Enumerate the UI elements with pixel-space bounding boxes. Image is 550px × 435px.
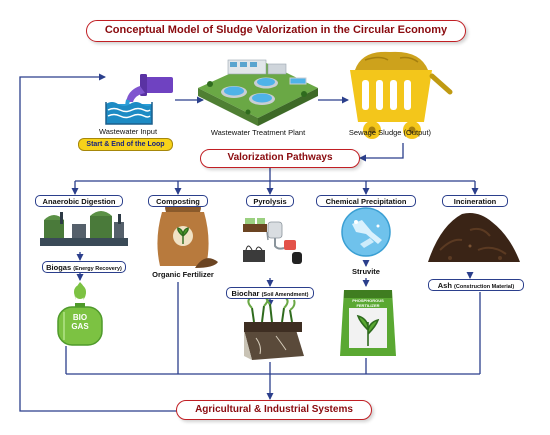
wastewater-pipe-icon — [105, 74, 173, 125]
ash-main: Ash — [437, 281, 452, 290]
biogas-main: Biogas — [46, 263, 72, 272]
flow-connectors — [19, 73, 481, 412]
biogas-tank-line-2: GAS — [71, 322, 89, 331]
biochar-soil-icon — [244, 293, 304, 360]
ash-pile-icon — [428, 213, 520, 262]
biogas-sub: (Energy Recovery) — [73, 266, 122, 272]
fertilizer-bag-line-1: PHOSPHOROUS — [352, 298, 384, 303]
collection-bus — [65, 282, 481, 375]
arrow-sludge-to-pathways — [359, 143, 404, 162]
pyrolysis-reactor-icon — [243, 218, 302, 264]
loop-badge: Start & End of the Loop — [78, 138, 173, 151]
treatment-plant-icon — [198, 59, 318, 126]
ash-sub: (Construction Material) — [454, 284, 515, 290]
sludge-cart-icon — [350, 51, 453, 139]
label-wastewater-input: Wastewater Input — [98, 127, 158, 136]
biochar-sub: (Soil Amendment) — [261, 292, 309, 298]
pathway-composting: Composting — [148, 195, 208, 207]
label-treatment-plant: Wastewater Treatment Plant — [210, 128, 306, 137]
product-biogas-label: Biogas (Energy Recovery) — [42, 261, 126, 273]
feedback-loop-arrow — [19, 73, 177, 412]
fertilizer-bag-text: PHOSPHOROUS FERTILIZER — [344, 298, 392, 308]
biogas-tank-line-1: BIO — [72, 313, 88, 322]
biogas-tank-icon — [57, 282, 103, 346]
valorization-pathways-title: Valorization Pathways — [200, 149, 360, 168]
agricultural-industrial-systems: Agricultural & Industrial Systems — [176, 400, 372, 420]
product-biochar-label: Biochar (Soil Amendment) — [226, 287, 314, 299]
diagram-title: Conceptual Model of Sludge Valorization … — [86, 20, 466, 42]
product-struvite: Struvite — [352, 267, 380, 276]
pathway-pyrolysis: Pyrolysis — [246, 195, 294, 207]
phosphorus-fertilizer-bag-icon — [340, 290, 396, 356]
biochar-main: Biochar — [231, 289, 260, 298]
biogas-plant-icon — [40, 211, 128, 246]
product-organic-fertilizer: Organic Fertilizer — [152, 270, 214, 279]
fertilizer-sack-icon — [157, 200, 218, 268]
label-sewage-sludge: Sewage Sludge (Output) — [348, 128, 432, 137]
pathway-anaerobic-digestion: Anaerobic Digestion — [35, 195, 123, 207]
fertilizer-bag-line-2: FERTILIZER — [356, 303, 380, 308]
pathway-incineration: Incineration — [442, 195, 508, 207]
product-ash-label: Ash (Construction Material) — [428, 279, 524, 291]
pathways-distribution-bus — [75, 168, 475, 182]
struvite-crystal-icon — [341, 207, 391, 257]
pathway-chemical-precipitation: Chemical Precipitation — [316, 195, 416, 207]
biogas-tank-text: BIO GAS — [58, 313, 102, 331]
